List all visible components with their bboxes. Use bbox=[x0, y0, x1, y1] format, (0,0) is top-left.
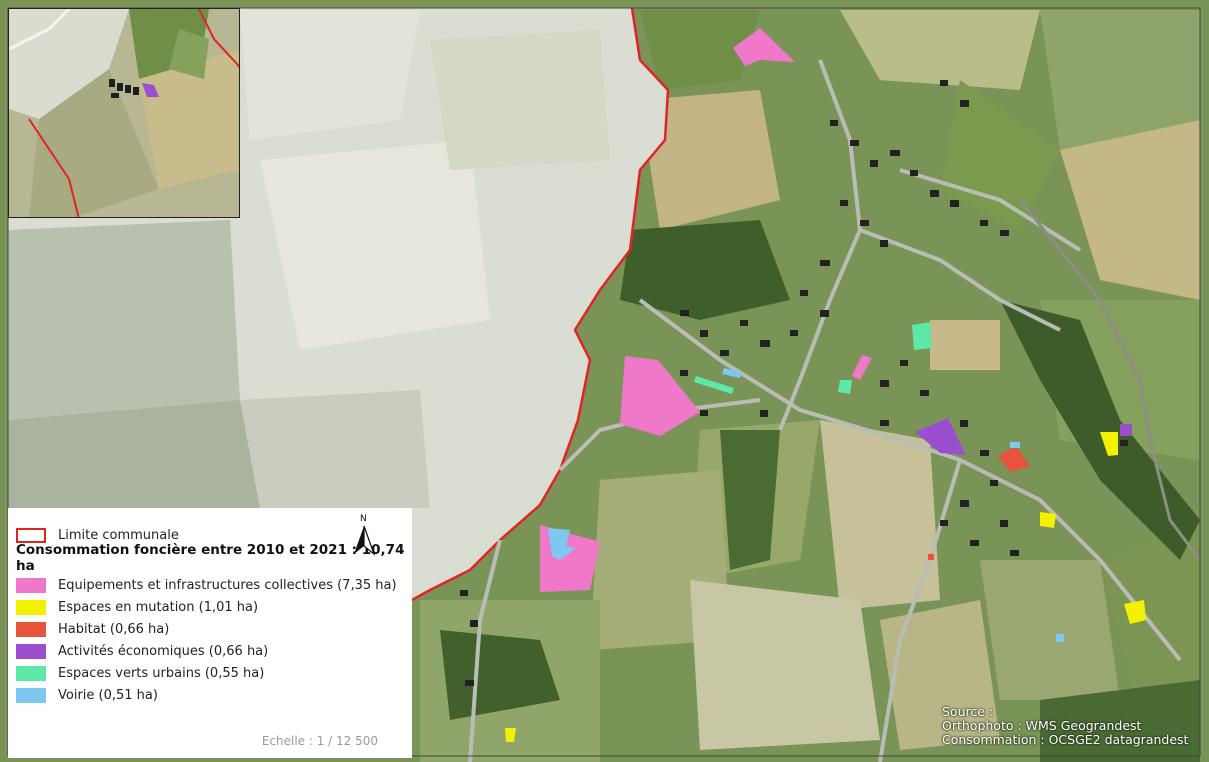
legend-swatch bbox=[16, 665, 46, 681]
parcel-espaces-verts bbox=[912, 322, 932, 350]
north-label: N bbox=[360, 514, 367, 524]
legend-item: Voirie (0,51 ha) bbox=[16, 684, 412, 706]
legend-swatch bbox=[16, 643, 46, 659]
north-arrow-icon bbox=[354, 525, 376, 556]
legend-item-label: Habitat (0,66 ha) bbox=[58, 621, 170, 637]
parcel-equipements bbox=[620, 356, 700, 436]
parcel-voirie bbox=[1056, 634, 1064, 642]
legend-item: Activités économiques (0,66 ha) bbox=[16, 640, 412, 662]
parcel-habitat bbox=[998, 446, 1030, 472]
faded-fields bbox=[8, 10, 610, 508]
boundary-swatch bbox=[16, 527, 46, 543]
inset-map bbox=[8, 8, 240, 218]
boundary-label: Limite communale bbox=[58, 527, 179, 543]
legend-item-label: Equipements et infrastructures collectiv… bbox=[58, 577, 397, 593]
parcel-equipements bbox=[733, 28, 795, 66]
legend-swatch bbox=[16, 599, 46, 615]
road-network bbox=[468, 59, 1182, 762]
parcel-mutation bbox=[505, 728, 516, 742]
map-frame bbox=[7, 7, 1201, 757]
legend-item: Habitat (0,66 ha) bbox=[16, 618, 412, 640]
parcel-activites bbox=[1120, 424, 1132, 436]
legend-item: Equipements et infrastructures collectiv… bbox=[16, 574, 412, 596]
legend-item-label: Espaces en mutation (1,01 ha) bbox=[58, 599, 259, 615]
forest-areas bbox=[440, 220, 1200, 762]
legend-item: Espaces en mutation (1,01 ha) bbox=[16, 596, 412, 618]
legend-swatch bbox=[16, 577, 46, 593]
legend-item-label: Espaces verts urbains (0,55 ha) bbox=[58, 665, 265, 681]
map-legend: N Limite communale Consommation foncière… bbox=[8, 508, 412, 758]
source-orthophoto: Orthophoto : WMS Geograndest bbox=[942, 718, 1142, 733]
parcel-mutation bbox=[1040, 512, 1056, 528]
parcel-espaces-verts bbox=[838, 380, 852, 394]
consumption-parcels bbox=[505, 28, 1146, 742]
parcel-espaces-verts bbox=[694, 376, 734, 394]
village-buildings bbox=[460, 80, 1128, 686]
source-heading: Source : bbox=[942, 704, 994, 719]
commune-boundary bbox=[411, 7, 670, 602]
legend-item: Espaces verts urbains (0,55 ha) bbox=[16, 662, 412, 684]
source-credits: Source : Orthophoto : WMS Geograndest Co… bbox=[942, 705, 1188, 747]
parcel-voirie bbox=[722, 368, 742, 378]
parcel-equipements bbox=[852, 355, 872, 380]
river bbox=[1018, 199, 1202, 561]
parcel-mutation bbox=[1100, 432, 1118, 456]
legend-boundary: Limite communale bbox=[16, 524, 412, 546]
parcel-mutation bbox=[1124, 600, 1146, 624]
parcel-voirie bbox=[1010, 442, 1020, 448]
parcel-habitat bbox=[928, 554, 934, 560]
legend-swatch bbox=[16, 687, 46, 703]
parcel-activites bbox=[915, 418, 966, 455]
source-consommation: Consommation : OCSGE2 datagrandest bbox=[942, 732, 1189, 747]
legend-swatch bbox=[16, 621, 46, 637]
legend-title: Consommation foncière entre 2010 et 2021… bbox=[16, 542, 405, 574]
scale-label: Echelle : 1 / 12 500 bbox=[261, 734, 378, 748]
legend-item-label: Activités économiques (0,66 ha) bbox=[58, 643, 269, 659]
legend-item-label: Voirie (0,51 ha) bbox=[58, 687, 158, 703]
parcel-voirie bbox=[548, 528, 576, 560]
